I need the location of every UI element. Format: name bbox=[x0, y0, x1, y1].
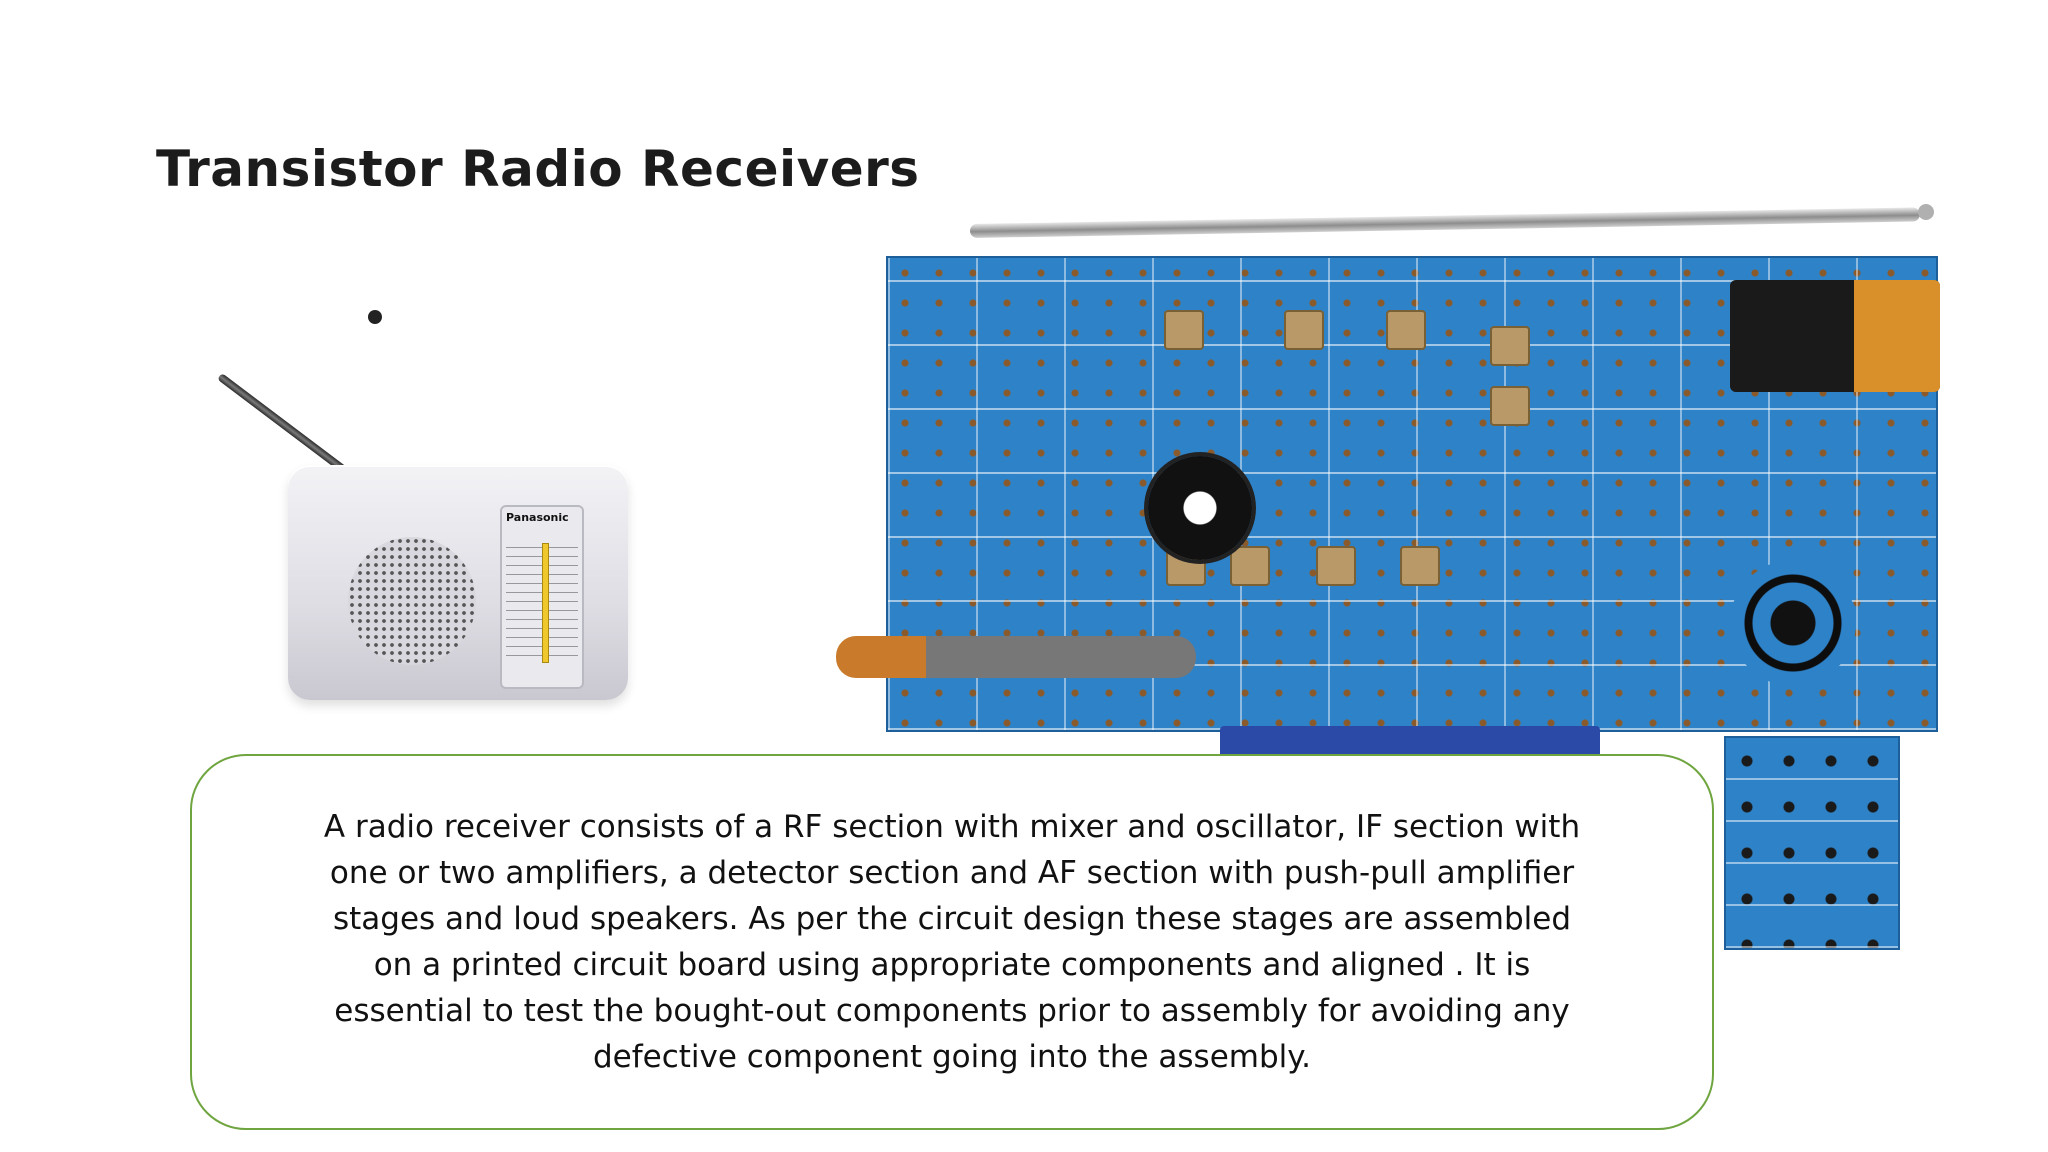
description-text: A radio receiver consists of a RF sectio… bbox=[323, 809, 1581, 1075]
speaker-cutout bbox=[1730, 560, 1856, 686]
dial-needle bbox=[542, 543, 549, 663]
battery-cap bbox=[1854, 280, 1940, 392]
speaker-grille bbox=[348, 537, 476, 665]
radio-brand-logo: Panasonic bbox=[506, 511, 569, 524]
telescopic-antenna bbox=[969, 207, 1920, 238]
tuning-dial: Panasonic bbox=[500, 505, 584, 689]
ferrite-rod-antenna bbox=[836, 636, 1196, 678]
antenna-tip bbox=[1918, 204, 1934, 220]
if-transformer bbox=[1284, 310, 1324, 350]
if-transformer bbox=[1490, 326, 1530, 366]
battery bbox=[1730, 280, 1940, 392]
amplifier-board-photo bbox=[1724, 736, 1900, 950]
if-transformer bbox=[1490, 386, 1530, 426]
slide-title: Transistor Radio Receivers bbox=[156, 140, 920, 198]
if-transformer bbox=[1400, 546, 1440, 586]
portable-radio-photo: Panasonic bbox=[217, 310, 658, 700]
if-transformer bbox=[1386, 310, 1426, 350]
if-transformer bbox=[1164, 310, 1204, 350]
if-transformer bbox=[1316, 546, 1356, 586]
radio-body: Panasonic bbox=[288, 465, 628, 700]
antenna-tip bbox=[368, 310, 382, 324]
description-box: A radio receiver consists of a RF sectio… bbox=[190, 754, 1714, 1130]
radio-kit-board-photo bbox=[830, 200, 1960, 760]
tuning-knob bbox=[1148, 456, 1252, 560]
if-transformer bbox=[1230, 546, 1270, 586]
